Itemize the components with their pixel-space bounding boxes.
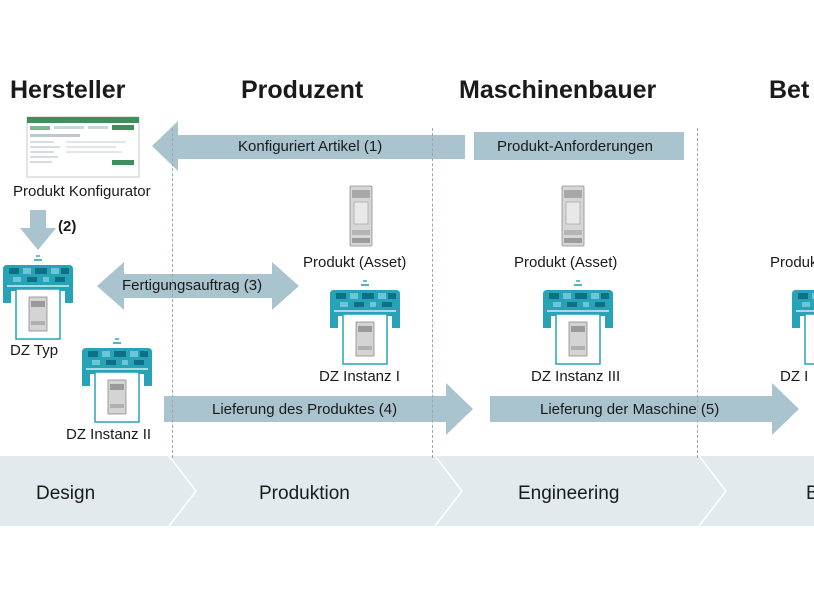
produkt-partial-label: Produk xyxy=(770,254,814,271)
produkt-asset-2-icon xyxy=(561,185,585,247)
column-title-maschinenbauer: Maschinenbauer xyxy=(459,76,657,104)
arrow-lieferung-maschine xyxy=(490,383,799,435)
dz-partial-label: DZ I xyxy=(780,368,809,385)
produkt-asset-1-icon xyxy=(349,185,373,247)
dz-typ-label: DZ Typ xyxy=(10,342,59,359)
arrow-step2 xyxy=(20,210,56,250)
dz-instanz-1-label: DZ Instanz I xyxy=(319,368,400,385)
flow-lieferung-produkt-label: Lieferung des Produktes (4) xyxy=(212,401,398,418)
flow-fertigung-label: Fertigungsauftrag (3) xyxy=(122,277,263,294)
phase-design-shape xyxy=(0,456,195,526)
dz-instanz-3-icon xyxy=(542,279,614,365)
konfigurator-screenshot xyxy=(26,116,140,178)
produkt-asset-2-label: Produkt (Asset) xyxy=(514,254,618,271)
dz-typ-icon xyxy=(2,254,74,340)
dz-instanz-2-icon xyxy=(81,337,153,423)
column-title-hersteller: Hersteller xyxy=(10,76,126,104)
phase-bar xyxy=(0,456,814,526)
flow-konfiguriert-label: Konfiguriert Artikel (1) xyxy=(238,138,383,155)
column-separator-1 xyxy=(172,128,173,458)
column-separator-2 xyxy=(432,128,433,458)
column-title-produzent: Produzent xyxy=(241,76,364,104)
arrow-fertigung xyxy=(97,262,299,310)
arrow-lieferung-produkt xyxy=(164,383,473,435)
dz-instanz-1-icon xyxy=(329,279,401,365)
phase-produktion-shape xyxy=(170,456,461,526)
phase-betrieb-shape xyxy=(700,456,814,526)
phase-produktion-label: Produktion xyxy=(259,483,350,504)
phase-design-label: Design xyxy=(36,483,96,504)
flow-step2-label: (2) xyxy=(58,218,77,235)
flow-anforderungen-label: Produkt-Anforderungen xyxy=(497,138,653,155)
arrow-konfiguriert xyxy=(152,121,465,171)
column-title-betreiber: Bet xyxy=(769,76,810,104)
column-separator-3 xyxy=(697,128,698,458)
flow-lieferung-maschine-label: Lieferung der Maschine (5) xyxy=(540,401,720,418)
phase-betrieb-label: B xyxy=(806,483,814,504)
phase-engineering-label: Engineering xyxy=(518,483,620,504)
dz-instanz-2-label: DZ Instanz II xyxy=(66,426,152,443)
produkt-asset-1-label: Produkt (Asset) xyxy=(303,254,407,271)
flow-arrows xyxy=(20,121,799,435)
dz-instanz-3-label: DZ Instanz III xyxy=(531,368,621,385)
box-anforderungen xyxy=(474,132,684,160)
dz-partial-icon xyxy=(791,279,814,365)
phase-engineering-shape xyxy=(436,456,725,526)
konfigurator-label: Produkt Konfigurator xyxy=(13,183,151,200)
